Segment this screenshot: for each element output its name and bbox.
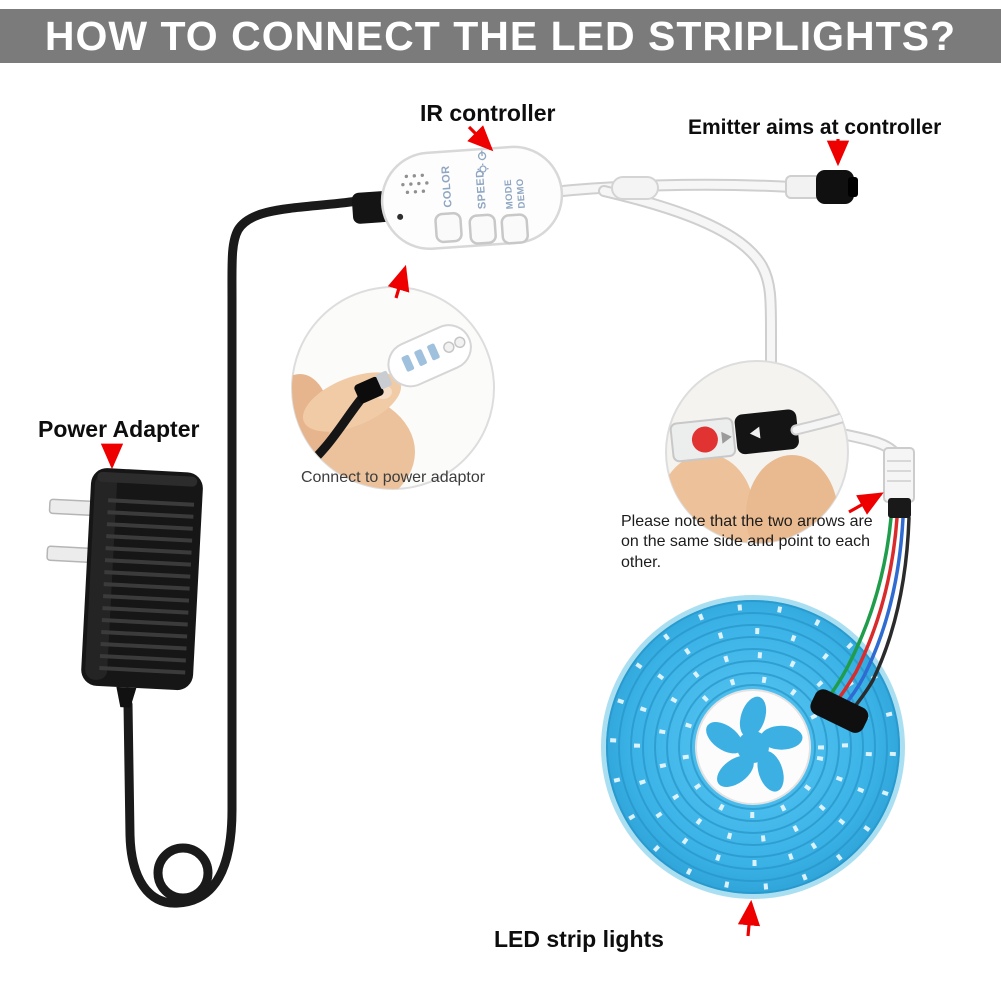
inset-mini-controller — [387, 324, 472, 388]
mode-demo-button[interactable] — [500, 213, 529, 245]
finger-right — [746, 455, 838, 543]
hub-pinwheel — [706, 696, 803, 792]
strip-end-connector-white — [669, 417, 737, 463]
ir-controller-device: COLOR SPEED MODE DEMO — [351, 145, 564, 251]
ir-emitter — [785, 170, 858, 204]
speed-button-label: SPEED — [474, 169, 489, 210]
inset2-note: Please note that the two arrows are on t… — [621, 513, 873, 571]
power-adapter-device — [46, 468, 203, 708]
alignment-arrow-black-connector — [749, 426, 761, 439]
reel-end-connector — [810, 689, 869, 733]
plug-connector-black — [734, 409, 799, 455]
arrow-inset2-to-connector — [848, 492, 884, 515]
speaker-grille-icon — [401, 173, 429, 195]
plug-prong-top — [48, 498, 97, 517]
cord-strain-relief — [116, 686, 137, 708]
alignment-arrow-white-connector — [721, 431, 732, 444]
emitter-head — [816, 170, 854, 204]
cable-splitter — [611, 176, 659, 200]
speed-button[interactable] — [468, 213, 497, 245]
color-button-label: COLOR — [440, 165, 455, 208]
cable-loop — [153, 843, 213, 903]
inset1-caption: Connect to power adaptor — [300, 469, 486, 486]
arrow-inset1-to-controller — [387, 264, 410, 299]
led-dots — [610, 604, 897, 890]
rgb-wires — [826, 516, 911, 712]
color-button[interactable] — [434, 211, 463, 244]
power-icon — [477, 150, 487, 161]
red-marker — [691, 426, 718, 453]
inset-plug — [354, 376, 384, 404]
led-strip-label: LED strip lights — [494, 926, 664, 952]
demo-button-label: DEMO — [515, 178, 528, 209]
emitter-label: Emitter aims at controller — [688, 116, 942, 139]
annotation-arrows — [100, 125, 884, 937]
connector-clip — [888, 498, 911, 518]
hand — [292, 390, 415, 489]
power-cable-black — [123, 196, 363, 908]
strip-connector — [883, 447, 915, 518]
sun-icon — [477, 163, 489, 175]
led-strip-reel — [601, 595, 905, 899]
arrow-led-strip — [737, 899, 761, 937]
mode-button-label: MODE — [503, 179, 516, 210]
adapter-ribs — [99, 498, 195, 675]
ir-controller-label: IR controller — [420, 100, 556, 126]
ir-receiver-dot — [397, 213, 404, 220]
power-adapter-label: Power Adapter — [38, 416, 200, 442]
plug-prong-bottom — [46, 545, 95, 564]
arrow-ir-controller — [467, 125, 494, 152]
page-title: HOW TO CONNECT THE LED STRIPLIGHTS? — [0, 9, 1001, 63]
reel-turns — [606, 600, 900, 894]
inset-connect-adapter — [291, 286, 495, 490]
